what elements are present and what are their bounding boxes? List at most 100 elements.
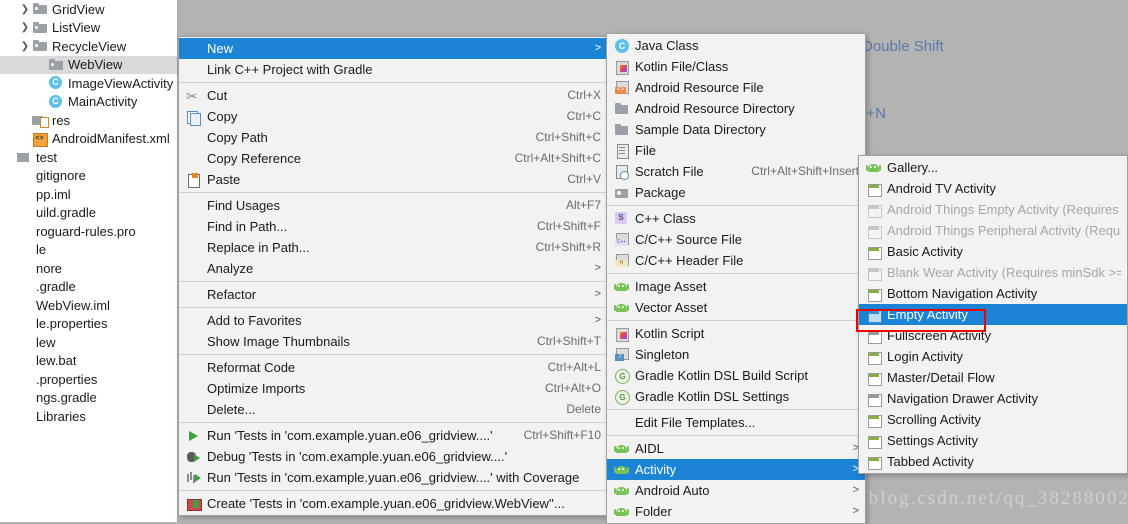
tree-item[interactable]: lew (0, 333, 177, 352)
context-menu-item[interactable]: Debug 'Tests in 'com.example.yuan.e06_gr… (179, 446, 607, 467)
context-menu-item[interactable]: Create 'Tests in 'com.example.yuan.e06_g… (179, 493, 607, 514)
activity-submenu-item[interactable]: Scrolling Activity (859, 409, 1127, 430)
activity-submenu-item[interactable]: Gallery... (859, 157, 1127, 178)
new-submenu-item[interactable]: Sample Data Directory (607, 119, 865, 140)
blank-icon (16, 408, 32, 424)
context-menu-item[interactable]: Run 'Tests in 'com.example.yuan.e06_grid… (179, 425, 607, 446)
new-submenu-item[interactable]: AIDL> (607, 438, 865, 459)
new-submenu-item[interactable]: C++ Class (607, 208, 865, 229)
tree-item[interactable]: test (0, 148, 177, 167)
blank-icon (16, 242, 32, 258)
tree-item[interactable]: pp.iml (0, 185, 177, 204)
tree-item[interactable]: .properties (0, 370, 177, 389)
kotlin-file-icon (611, 59, 631, 75)
new-submenu-item-label: Sample Data Directory (635, 122, 766, 137)
activity-submenu-item[interactable]: Bottom Navigation Activity (859, 283, 1127, 304)
new-submenu-item[interactable]: Android Auto> (607, 480, 865, 501)
new-submenu-item[interactable]: Gradle Kotlin DSL Build Script (607, 365, 865, 386)
context-menu-item[interactable]: Add to Favorites> (179, 310, 607, 331)
activity-submenu-item[interactable]: Tabbed Activity (859, 451, 1127, 472)
tree-item[interactable]: nore (0, 259, 177, 278)
tree-item[interactable]: ngs.gradle (0, 389, 177, 408)
blank-icon (16, 205, 32, 221)
new-submenu-item[interactable]: Android Resource Directory (607, 98, 865, 119)
new-submenu-item-label: Android Resource Directory (635, 101, 795, 116)
context-menu-item[interactable]: Link C++ Project with Gradle (179, 59, 607, 80)
tree-item[interactable]: le.properties (0, 315, 177, 334)
activity-submenu-item[interactable]: Android TV Activity (859, 178, 1127, 199)
tree-item[interactable]: ❯GridView (0, 0, 177, 19)
tree-item[interactable]: Libraries (0, 407, 177, 426)
template-green-glyph (865, 433, 882, 449)
new-submenu-item[interactable]: Android Resource File (607, 77, 865, 98)
tree-item[interactable]: le (0, 241, 177, 260)
context-menu-item[interactable]: Find in Path...Ctrl+Shift+F (179, 216, 607, 237)
blank-icon (16, 316, 32, 332)
new-submenu-item[interactable]: C/C++ Source File (607, 229, 865, 250)
class-icon (48, 75, 64, 91)
context-menu-item[interactable]: New> (179, 38, 607, 59)
context-menu-item[interactable]: Replace in Path...Ctrl+Shift+R (179, 237, 607, 258)
tree-item[interactable]: AndroidManifest.xml (0, 130, 177, 149)
tree-item[interactable]: ImageViewActivity (0, 74, 177, 93)
new-submenu-item[interactable]: C/C++ Header File (607, 250, 865, 271)
activity-submenu-item[interactable]: Navigation Drawer Activity (859, 388, 1127, 409)
new-submenu-item[interactable]: Activity> (607, 459, 865, 480)
tree-expand-arrow-icon[interactable]: ❯ (20, 40, 30, 52)
new-submenu-item[interactable]: Vector Asset (607, 297, 865, 318)
context-menu-item[interactable]: Analyze> (179, 258, 607, 279)
activity-submenu-item[interactable]: Empty Activity (859, 304, 1127, 325)
new-submenu-item[interactable]: Folder> (607, 501, 865, 522)
new-submenu-item-label: Kotlin Script (635, 326, 705, 341)
new-submenu-item[interactable]: Java Class (607, 35, 865, 56)
new-submenu-item[interactable]: Image Asset (607, 276, 865, 297)
new-submenu-item[interactable]: Singleton (607, 344, 865, 365)
tree-item-label: roguard-rules.pro (36, 223, 136, 239)
context-menu-item[interactable]: Run 'Tests in 'com.example.yuan.e06_grid… (179, 467, 607, 488)
new-submenu-item[interactable]: Package (607, 182, 865, 203)
new-submenu-item[interactable]: Kotlin Script (607, 323, 865, 344)
tree-item[interactable]: uild.gradle (0, 204, 177, 223)
new-submenu-item[interactable]: File (607, 140, 865, 161)
new-submenu-item[interactable]: Kotlin File/Class (607, 56, 865, 77)
tree-item[interactable]: .gradle (0, 278, 177, 297)
folder-dot (51, 62, 54, 66)
blank-icon (183, 151, 203, 167)
cpp-class-icon (611, 211, 631, 227)
project-tree-panel[interactable]: ❯GridView❯ListView❯RecycleViewWebViewIma… (0, 0, 178, 522)
tree-expand-arrow-icon[interactable]: ❯ (20, 22, 30, 34)
tree-item[interactable]: roguard-rules.pro (0, 222, 177, 241)
tree-item[interactable]: res (0, 111, 177, 130)
template-dim (863, 223, 883, 239)
activity-submenu-item[interactable]: Master/Detail Flow (859, 367, 1127, 388)
new-submenu-item[interactable]: Gradle Kotlin DSL Settings (607, 386, 865, 407)
new-submenu-item[interactable]: Edit File Templates... (607, 412, 865, 433)
context-menu[interactable]: New>Link C++ Project with GradleCutCtrl+… (178, 36, 608, 516)
tree-item[interactable]: ❯ListView (0, 19, 177, 38)
activity-submenu-item[interactable]: Settings Activity (859, 430, 1127, 451)
tree-item[interactable]: ❯RecycleView (0, 37, 177, 56)
tree-item[interactable]: WebView (0, 55, 177, 74)
tree-item[interactable]: MainActivity (0, 93, 177, 112)
activity-submenu-item[interactable]: Login Activity (859, 346, 1127, 367)
activity-submenu-item[interactable]: Fullscreen Activity (859, 325, 1127, 346)
tree-expand-arrow-icon[interactable]: ❯ (20, 3, 30, 15)
context-menu-item[interactable]: Delete...Delete (179, 399, 607, 420)
tree-item[interactable]: lew.bat (0, 352, 177, 371)
context-menu-item[interactable]: Refactor> (179, 284, 607, 305)
tree-item[interactable]: WebView.iml (0, 296, 177, 315)
tree-item[interactable]: gitignore (0, 167, 177, 186)
activity-submenu-item[interactable]: Basic Activity (859, 241, 1127, 262)
